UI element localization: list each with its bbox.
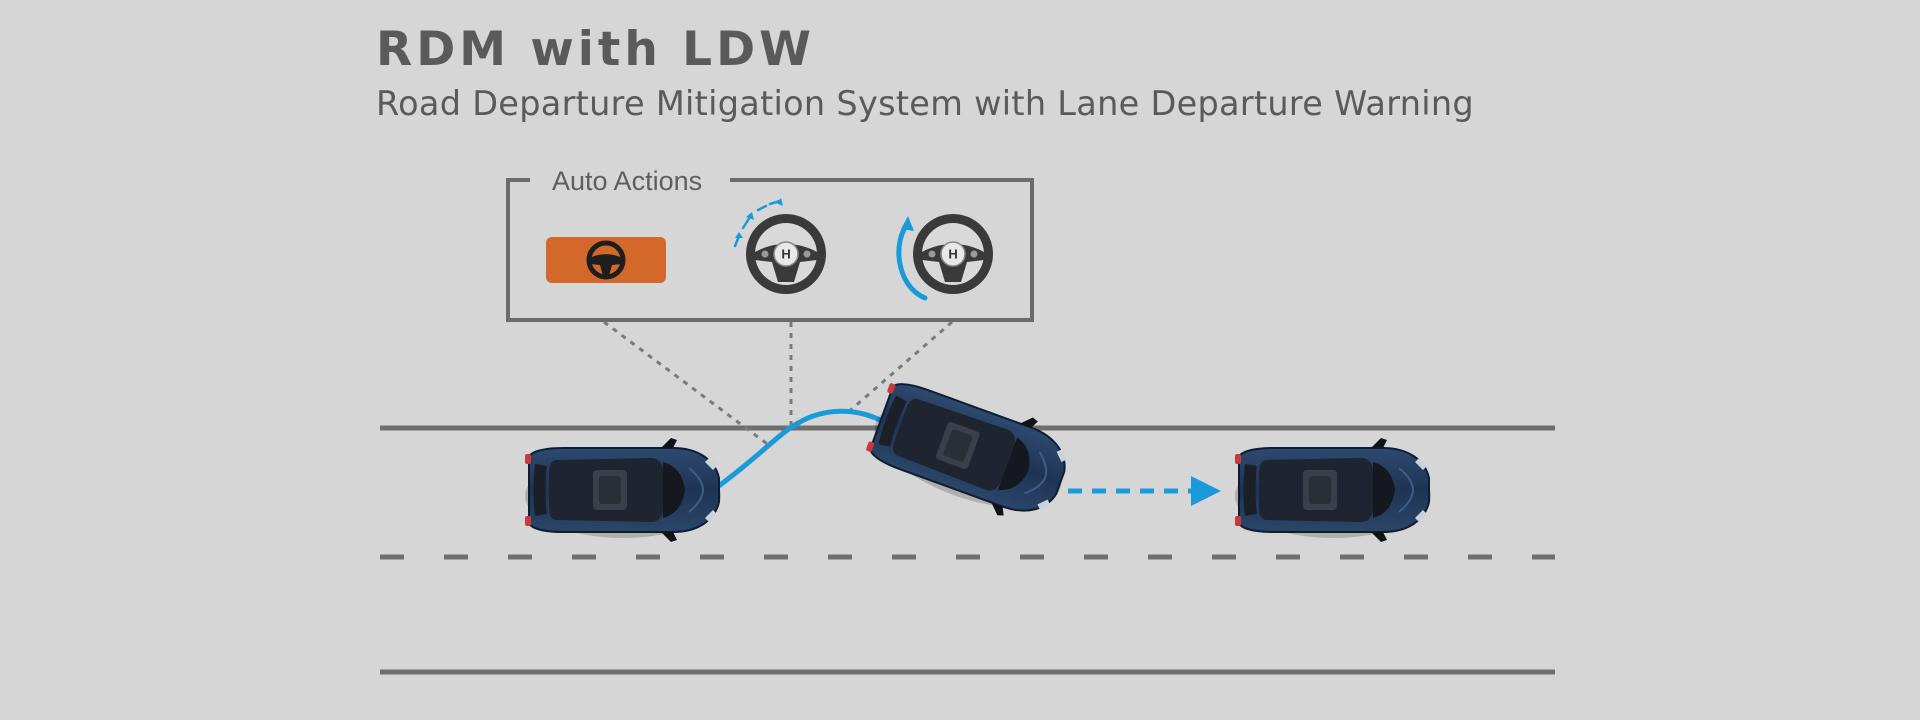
page-title: RDM with LDW [376, 22, 815, 77]
car-before-departure [524, 437, 722, 543]
auto-actions-label: Auto Actions [542, 166, 713, 197]
car-returned-to-lane [1234, 437, 1432, 543]
vehicle-path-line [713, 408, 883, 491]
car-departing-lane [859, 366, 1081, 534]
page-subtitle: Road Departure Mitigation System with La… [376, 84, 1474, 123]
connector-line-3 [845, 320, 953, 416]
connector-line-1 [603, 320, 771, 448]
auto-actions-frame [506, 178, 1034, 322]
steering-wheel-correction-icon [896, 213, 994, 301]
steering-warning-indicator-icon [546, 237, 666, 283]
steering-wheel-vibration-icon [733, 198, 827, 295]
connector-lines [603, 320, 953, 448]
